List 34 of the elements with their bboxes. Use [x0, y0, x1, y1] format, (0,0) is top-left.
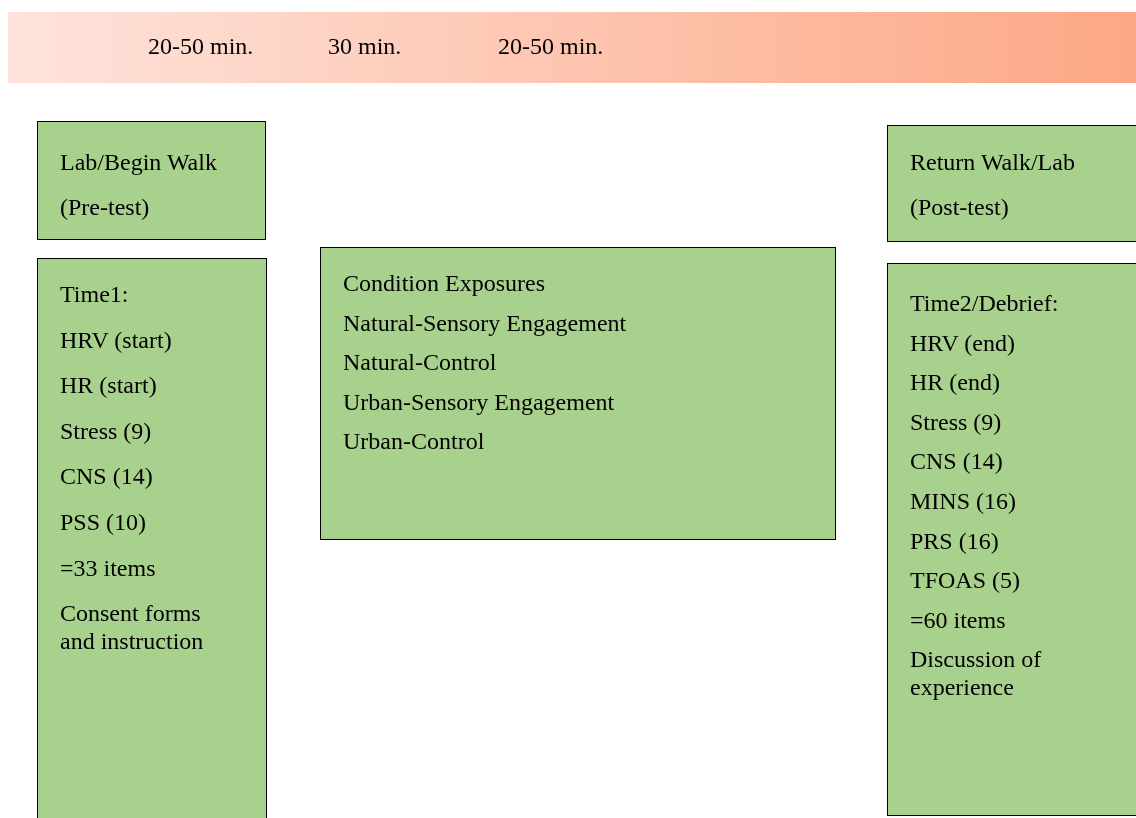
measure-text: MINS (16) [910, 487, 1017, 516]
duration-label: 30 min. [328, 33, 402, 60]
measure-text: PRS (16) [910, 527, 1000, 556]
measure-text: Stress (9) [60, 417, 153, 446]
stage-box [887, 125, 1136, 242]
stage-box [320, 247, 836, 540]
duration-label: 20-50 min. [498, 33, 604, 60]
measure-text: Urban-Control [343, 428, 486, 456]
measure-text: Natural-Control [343, 349, 498, 377]
measure-text: Condition Exposures [343, 270, 546, 298]
measure-text: CNS (14) [60, 463, 154, 491]
measure-text: Consent forms and instruction [60, 600, 205, 656]
measure-text: Time2/Debrief: [910, 290, 1060, 318]
measure-text: =60 items [910, 606, 1007, 635]
stage-heading: Return Walk/Lab (Post-test) [910, 148, 1076, 222]
stage-box [37, 258, 267, 818]
measure-text: HR (start) [60, 372, 158, 400]
measure-text: TFOAS (5) [910, 567, 1021, 595]
stage-box [887, 263, 1136, 816]
measure-text: Time1: [60, 281, 130, 309]
measure-text: Discussion of experience [910, 646, 1043, 702]
stage-heading: Lab/Begin Walk (Pre-test) [60, 148, 218, 222]
duration-label: 20-50 min. [148, 33, 254, 60]
measure-text: HRV (end) [910, 329, 1016, 358]
measure-text: Urban-Sensory Engagement [343, 388, 616, 417]
measure-text: Natural-Sensory Engagement [343, 309, 628, 338]
measure-text: HRV (start) [60, 326, 173, 355]
timeline-band [8, 12, 1136, 83]
measure-text: =33 items [60, 554, 157, 583]
measure-text: PSS (10) [60, 508, 148, 537]
stage-box [37, 121, 266, 240]
measure-text: Stress (9) [910, 408, 1003, 437]
measure-text: HR (end) [910, 369, 1001, 397]
measure-text: CNS (14) [910, 448, 1004, 476]
